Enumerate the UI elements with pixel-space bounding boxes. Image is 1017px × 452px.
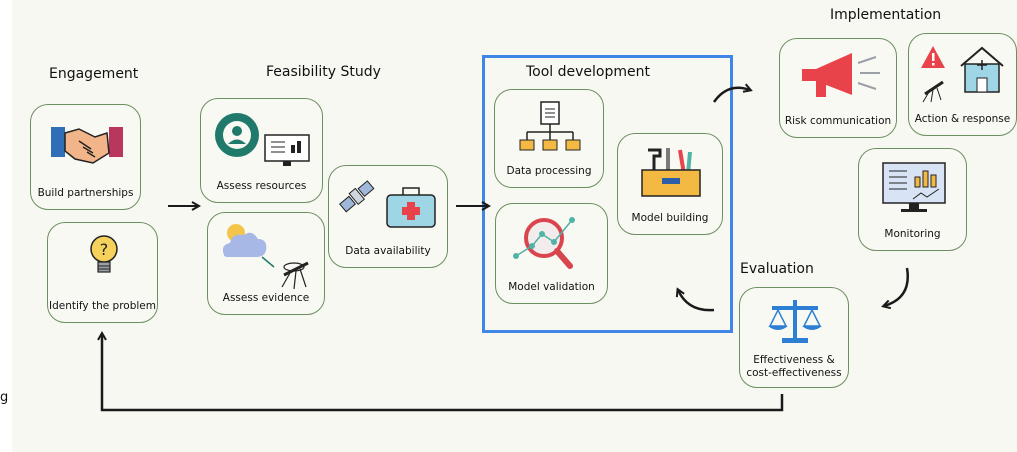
- card-risk-communication: Risk communication: [779, 38, 897, 138]
- card-action-response: Action & response: [908, 33, 1017, 136]
- card-assess-evidence: Assess evidence: [207, 212, 325, 315]
- label-effectiveness-line1: Effectiveness &: [753, 354, 835, 366]
- heading-evaluation: Evaluation: [740, 261, 814, 277]
- label-model-building: Model building: [631, 212, 709, 224]
- dashboard-monitor-icon: [264, 134, 310, 166]
- label-risk-communication: Risk communication: [784, 115, 892, 127]
- arrow-monitoring-to-evaluation: [884, 267, 909, 306]
- heading-engagement: Engagement: [49, 66, 139, 82]
- card-data-availability: Data availability: [328, 165, 448, 268]
- card-build-partnerships: Build partnerships: [30, 104, 141, 210]
- label-data-availability: Data availability: [345, 245, 431, 257]
- lightbulb-icon: ?: [90, 235, 118, 273]
- arrow-evaluation-feedback-loop: [102, 334, 784, 412]
- tool-development-highlight: [482, 55, 733, 333]
- edge-text: g: [0, 390, 9, 405]
- gear-person-icon: [215, 113, 259, 157]
- heading-implementation: Implementation: [830, 7, 942, 23]
- flowchart-document-icon: [519, 101, 581, 151]
- cloud-icon: [222, 224, 267, 257]
- monitor-chart-icon: [882, 162, 946, 212]
- card-model-building: Model building: [617, 133, 723, 235]
- card-model-validation: Model validation: [495, 203, 608, 304]
- card-effectiveness: Effectiveness & cost-effectiveness: [739, 287, 849, 388]
- toolbox-icon: [641, 148, 701, 197]
- heading-tool-development: Tool development: [526, 64, 650, 80]
- balance-scale-icon: [768, 300, 822, 343]
- connector-arrows: [12, 0, 909, 412]
- megaphone-icon: [802, 53, 880, 97]
- label-identify-problem: Identify the problem: [49, 300, 156, 312]
- card-identify-problem: ? Identify the problem: [47, 222, 158, 323]
- mosquito-icon: [922, 80, 944, 103]
- warning-icon: [921, 46, 945, 68]
- label-effectiveness-line2: cost-effectiveness: [746, 367, 842, 379]
- label-action-response: Action & response: [914, 113, 1011, 125]
- card-data-processing: Data processing: [494, 89, 604, 188]
- label-assess-resources: Assess resources: [216, 180, 307, 192]
- card-assess-resources: Assess resources: [200, 98, 323, 203]
- label-build-partnerships: Build partnerships: [37, 187, 134, 199]
- label-monitoring: Monitoring: [884, 228, 941, 240]
- label-data-processing: Data processing: [506, 165, 592, 177]
- house-icon: [960, 46, 1004, 93]
- satellite-icon: [339, 180, 375, 213]
- diagram-canvas: Engagement Feasibility Study Tool develo…: [12, 0, 1017, 452]
- arrow-tool-to-implementation: [712, 88, 750, 103]
- label-model-validation: Model validation: [508, 281, 595, 293]
- card-monitoring: Monitoring: [858, 148, 967, 251]
- arrow-evaluation-to-tool: [678, 290, 715, 312]
- handshake-icon: [51, 127, 123, 164]
- medical-kit-icon: [386, 187, 436, 228]
- magnifier-graph-icon: [513, 217, 575, 269]
- heading-feasibility: Feasibility Study: [266, 64, 381, 80]
- label-effectiveness: Effectiveness & cost-effectiveness: [740, 354, 848, 380]
- label-assess-evidence: Assess evidence: [222, 292, 310, 304]
- svg-text:?: ?: [100, 240, 109, 259]
- mosquito-icon: [261, 256, 309, 290]
